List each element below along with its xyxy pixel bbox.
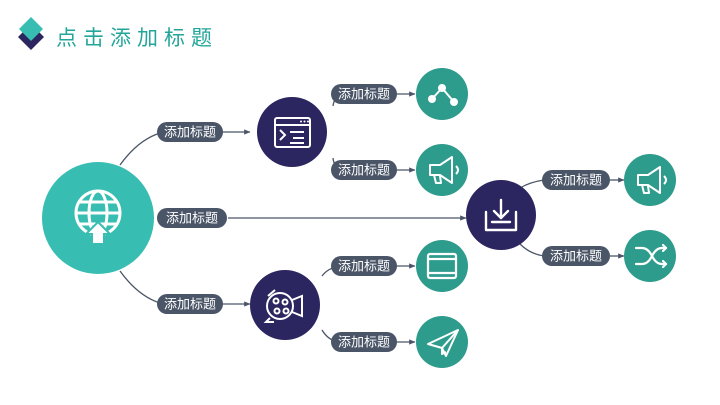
label-top-leaf2[interactable]: 添加标题 bbox=[331, 160, 397, 180]
connector-root-top bbox=[119, 132, 161, 166]
label-top-leaf1-text: 添加标题 bbox=[338, 88, 390, 103]
download-tray-icon bbox=[484, 198, 518, 232]
label-root-middle-text: 添加标题 bbox=[166, 212, 218, 227]
connector-mid-leaf1 bbox=[519, 179, 545, 189]
leaf-node-6[interactable] bbox=[416, 316, 468, 368]
root-node[interactable] bbox=[42, 162, 154, 274]
share-nodes-icon bbox=[428, 84, 458, 106]
label-middle-leaf1-text: 添加标题 bbox=[550, 174, 602, 189]
leaf-node-1[interactable] bbox=[416, 68, 468, 120]
label-top-leaf1[interactable]: 添加标题 bbox=[331, 84, 397, 104]
label-root-middle[interactable]: 添加标题 bbox=[157, 208, 227, 228]
hub-top-node[interactable] bbox=[257, 97, 327, 167]
label-bottom-leaf1[interactable]: 添加标题 bbox=[331, 256, 397, 276]
tablet-icon bbox=[426, 252, 458, 280]
label-middle-leaf2[interactable]: 添加标题 bbox=[542, 246, 610, 266]
label-top-leaf2-text: 添加标题 bbox=[338, 164, 390, 179]
label-bottom-leaf2-text: 添加标题 bbox=[338, 336, 390, 351]
upload-arrow bbox=[83, 220, 113, 245]
label-root-bottom-text: 添加标题 bbox=[164, 298, 216, 313]
page-title: 点击添加标题 bbox=[56, 26, 218, 50]
shuffle-icon bbox=[634, 243, 668, 269]
leaf-node-4[interactable] bbox=[624, 230, 676, 282]
megaphone-icon bbox=[429, 156, 459, 184]
label-bottom-leaf1-text: 添加标题 bbox=[338, 260, 390, 275]
label-bottom-leaf2[interactable]: 添加标题 bbox=[331, 332, 397, 352]
paper-plane-icon bbox=[427, 329, 459, 357]
leaf-node-2[interactable] bbox=[416, 144, 468, 196]
label-root-top-text: 添加标题 bbox=[164, 126, 216, 141]
hub-bottom-node[interactable] bbox=[250, 270, 320, 340]
label-middle-leaf1[interactable]: 添加标题 bbox=[542, 170, 610, 190]
connector-mid-leaf2 bbox=[519, 243, 545, 257]
leaf-node-3[interactable] bbox=[624, 154, 676, 206]
film-camera-icon bbox=[263, 289, 303, 323]
document-list-icon bbox=[274, 117, 311, 148]
megaphone-icon bbox=[637, 166, 667, 194]
label-middle-leaf2-text: 添加标题 bbox=[550, 250, 602, 265]
label-root-top[interactable]: 添加标题 bbox=[157, 122, 223, 142]
connector-root-bottom bbox=[119, 270, 161, 304]
diamond-logo-icon bbox=[18, 17, 44, 50]
leaf-node-5[interactable] bbox=[416, 240, 468, 292]
label-root-bottom[interactable]: 添加标题 bbox=[157, 294, 223, 314]
hub-middle-node[interactable] bbox=[466, 180, 536, 250]
